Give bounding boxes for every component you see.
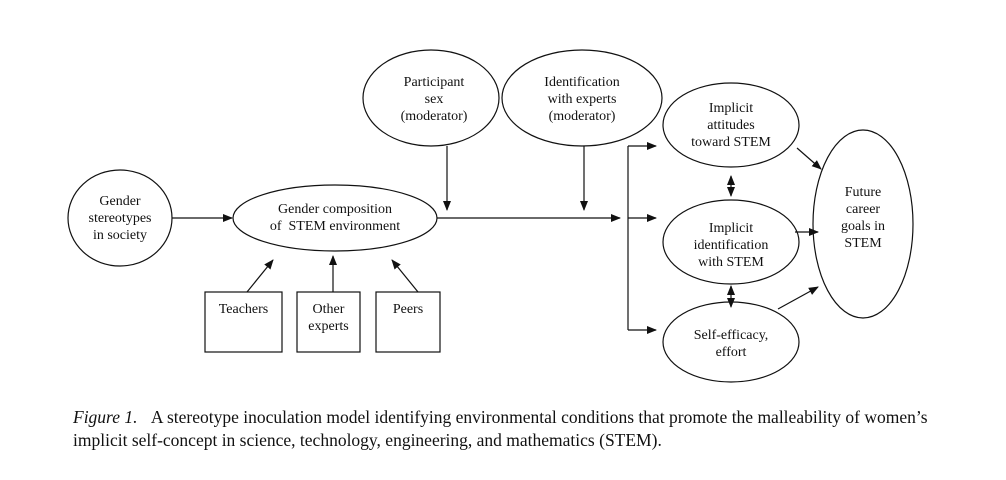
node-label: effort <box>715 345 747 360</box>
node-label: Identification <box>544 74 620 90</box>
node-label: with STEM <box>698 254 764 270</box>
node-implicit-attitudes-shape <box>662 82 800 168</box>
node-label: Implicit <box>708 220 754 236</box>
node-label: of STEM environment <box>269 219 401 234</box>
figure-caption: Figure 1. A stereotype inoculation model… <box>73 406 953 452</box>
node-label: stereotypes <box>88 210 152 226</box>
node-label: career <box>845 202 881 217</box>
node-label: (moderator) <box>400 108 468 124</box>
node-label: Participant <box>403 74 465 90</box>
arrow-attitudes-goals <box>796 147 822 170</box>
node-label: Implicit <box>708 100 754 116</box>
node-label: (moderator) <box>548 108 616 124</box>
node-label: attitudes <box>707 117 755 133</box>
node-label: Teachers <box>218 301 269 317</box>
node-self-efficacy: Self-efficacy, effort <box>670 325 792 363</box>
node-other-experts: Other experts <box>297 300 360 336</box>
node-other-experts-shape <box>296 291 361 353</box>
node-label: STEM <box>844 236 882 251</box>
node-label: goals in <box>841 219 885 234</box>
node-implicit-identification: Implicit identification with STEM <box>670 218 792 272</box>
node-identification-experts-shape <box>501 49 663 147</box>
node-implicit-identification-shape <box>662 199 800 285</box>
node-label: sex <box>424 91 444 107</box>
node-label: experts <box>308 319 349 334</box>
node-label: Peers <box>392 301 424 317</box>
node-gender-stereotypes: Gender stereotypes in society <box>68 190 172 246</box>
node-future-goals-shape <box>812 129 914 319</box>
node-label: Gender composition <box>278 202 392 217</box>
arrow-efficacy-goals <box>777 286 819 310</box>
node-participant-sex: Participant sex (moderator) <box>366 72 502 126</box>
node-label: Future <box>844 185 882 200</box>
node-label: with experts <box>547 91 617 107</box>
node-implicit-attitudes: Implicit attitudes toward STEM <box>670 98 792 152</box>
node-label: Self-efficacy, <box>693 328 769 343</box>
node-future-goals: Future career goals in STEM <box>818 182 908 254</box>
node-teachers-shape <box>204 291 283 353</box>
node-label: in society <box>92 227 148 243</box>
node-peers-shape <box>375 291 441 353</box>
node-teachers: Teachers <box>205 300 282 318</box>
arrow-teachers-to-composition <box>246 259 274 293</box>
node-label: Gender <box>99 193 141 209</box>
node-label: identification <box>693 237 769 253</box>
arrow-peers-to-composition <box>391 259 419 293</box>
node-participant-sex-shape <box>362 49 500 147</box>
figure-label: Figure 1. <box>73 407 138 427</box>
node-peers: Peers <box>376 300 440 318</box>
node-gender-composition: Gender composition of STEM environment <box>235 200 435 236</box>
node-identification-experts: Identification with experts (moderator) <box>512 72 652 126</box>
node-label: toward STEM <box>691 134 771 150</box>
node-label: Other <box>312 302 345 317</box>
caption-text: A stereotype inoculation model identifyi… <box>73 407 928 450</box>
